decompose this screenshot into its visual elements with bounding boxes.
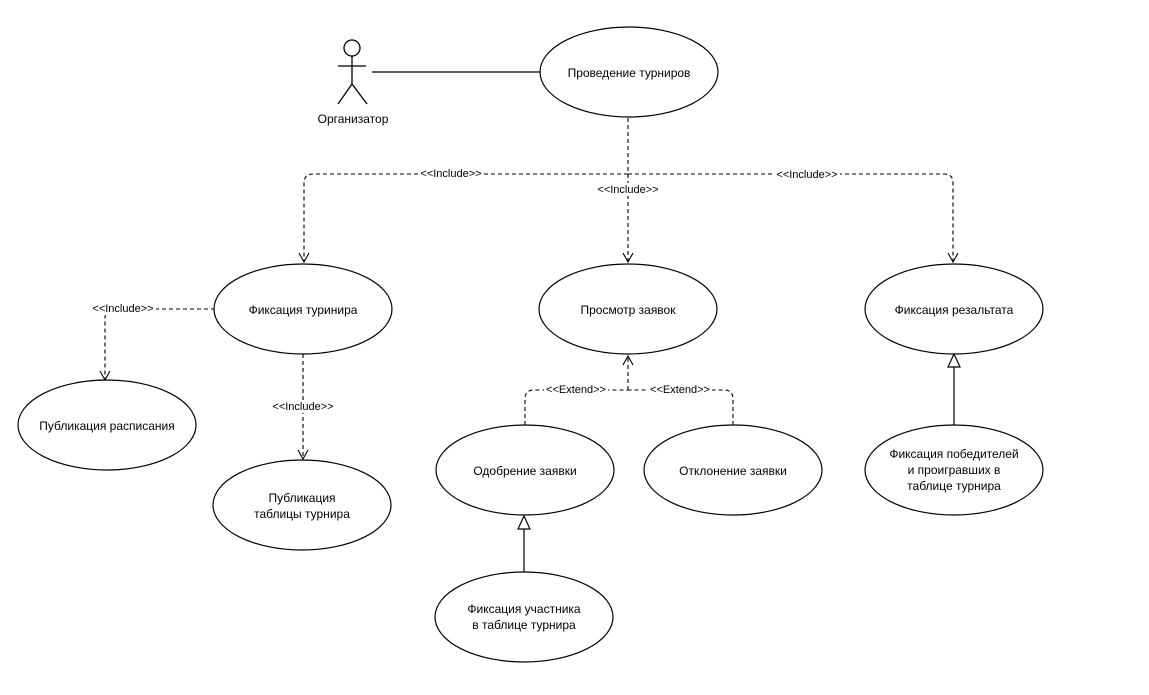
use-case-fix-winners-label-1: Фиксация победителей <box>889 447 1018 461</box>
actor-right-leg <box>351 83 368 105</box>
use-case-fix-tournament-label: Фиксация туринира <box>249 303 358 317</box>
use-case-approve-request: Одобрение заявки <box>435 424 615 516</box>
use-case-fix-participant: Фиксация участника в таблице турнира <box>434 571 614 663</box>
use-case-publish-table-label-1: Публикация <box>268 491 335 505</box>
include-line-fix-tournament <box>303 173 628 262</box>
use-case-publish-table-label-2: таблицы турнира <box>254 507 350 521</box>
include-label-2: <<Include>> <box>597 184 658 196</box>
use-case-main-label: Проведение турниров <box>568 66 691 80</box>
use-case-fix-winners: Фиксация победителей и проигравших в таб… <box>864 424 1044 516</box>
actor-organizer: Организатор <box>318 39 389 126</box>
use-case-fix-participant-label-1: Фиксация участника <box>467 602 581 616</box>
use-case-publish-schedule: Публикация расписания <box>17 379 197 471</box>
use-case-approve-request-label: Одобрение заявки <box>473 464 576 478</box>
extend-label-1: <<Extend>> <box>546 384 606 396</box>
use-case-fix-result: Фиксация резальтата <box>864 263 1044 355</box>
actor-label: Организатор <box>318 112 389 126</box>
include-arrow-publish-table <box>297 449 309 461</box>
actor-left-leg <box>337 83 353 105</box>
include-label-5: <<Include>> <box>272 401 333 413</box>
use-case-main: Проведение турниров <box>539 26 719 118</box>
use-case-view-requests-label: Просмотр заявок <box>581 303 677 317</box>
include-arrow-view-requests <box>622 252 634 264</box>
use-case-fix-winners-label-3: таблице турнира <box>907 479 1001 493</box>
use-case-fix-participant-label-2: в таблице турнира <box>472 618 576 632</box>
actor-head <box>343 39 361 57</box>
use-case-view-requests: Просмотр заявок <box>538 263 718 355</box>
include-arrow-fix-result <box>947 252 959 264</box>
use-case-fix-result-label: Фиксация резальтата <box>895 303 1014 317</box>
extend-arrow <box>622 354 634 366</box>
include-label-4: <<Include>> <box>92 303 153 315</box>
use-case-publish-table: Публикация таблицы турнира <box>212 459 392 551</box>
use-case-publish-schedule-label: Публикация расписания <box>39 419 174 433</box>
include-label-1: <<Include>> <box>420 168 481 180</box>
extend-label-2: <<Extend>> <box>650 384 710 396</box>
generalization-arrow-winners <box>947 352 961 368</box>
use-case-fix-tournament: Фиксация туринира <box>213 263 393 355</box>
include-line-fix-result <box>628 173 954 262</box>
include-label-3: <<Include>> <box>776 169 837 181</box>
include-line-publish-schedule <box>104 308 215 380</box>
use-case-reject-request: Отклонение заявки <box>643 424 823 516</box>
use-case-fix-winners-label-2: и проигравших в <box>908 463 1001 477</box>
use-case-reject-request-label: Отклонение заявки <box>679 464 787 478</box>
generalization-arrow-participant <box>517 514 531 530</box>
include-arrow-fix-tournament <box>298 252 310 264</box>
